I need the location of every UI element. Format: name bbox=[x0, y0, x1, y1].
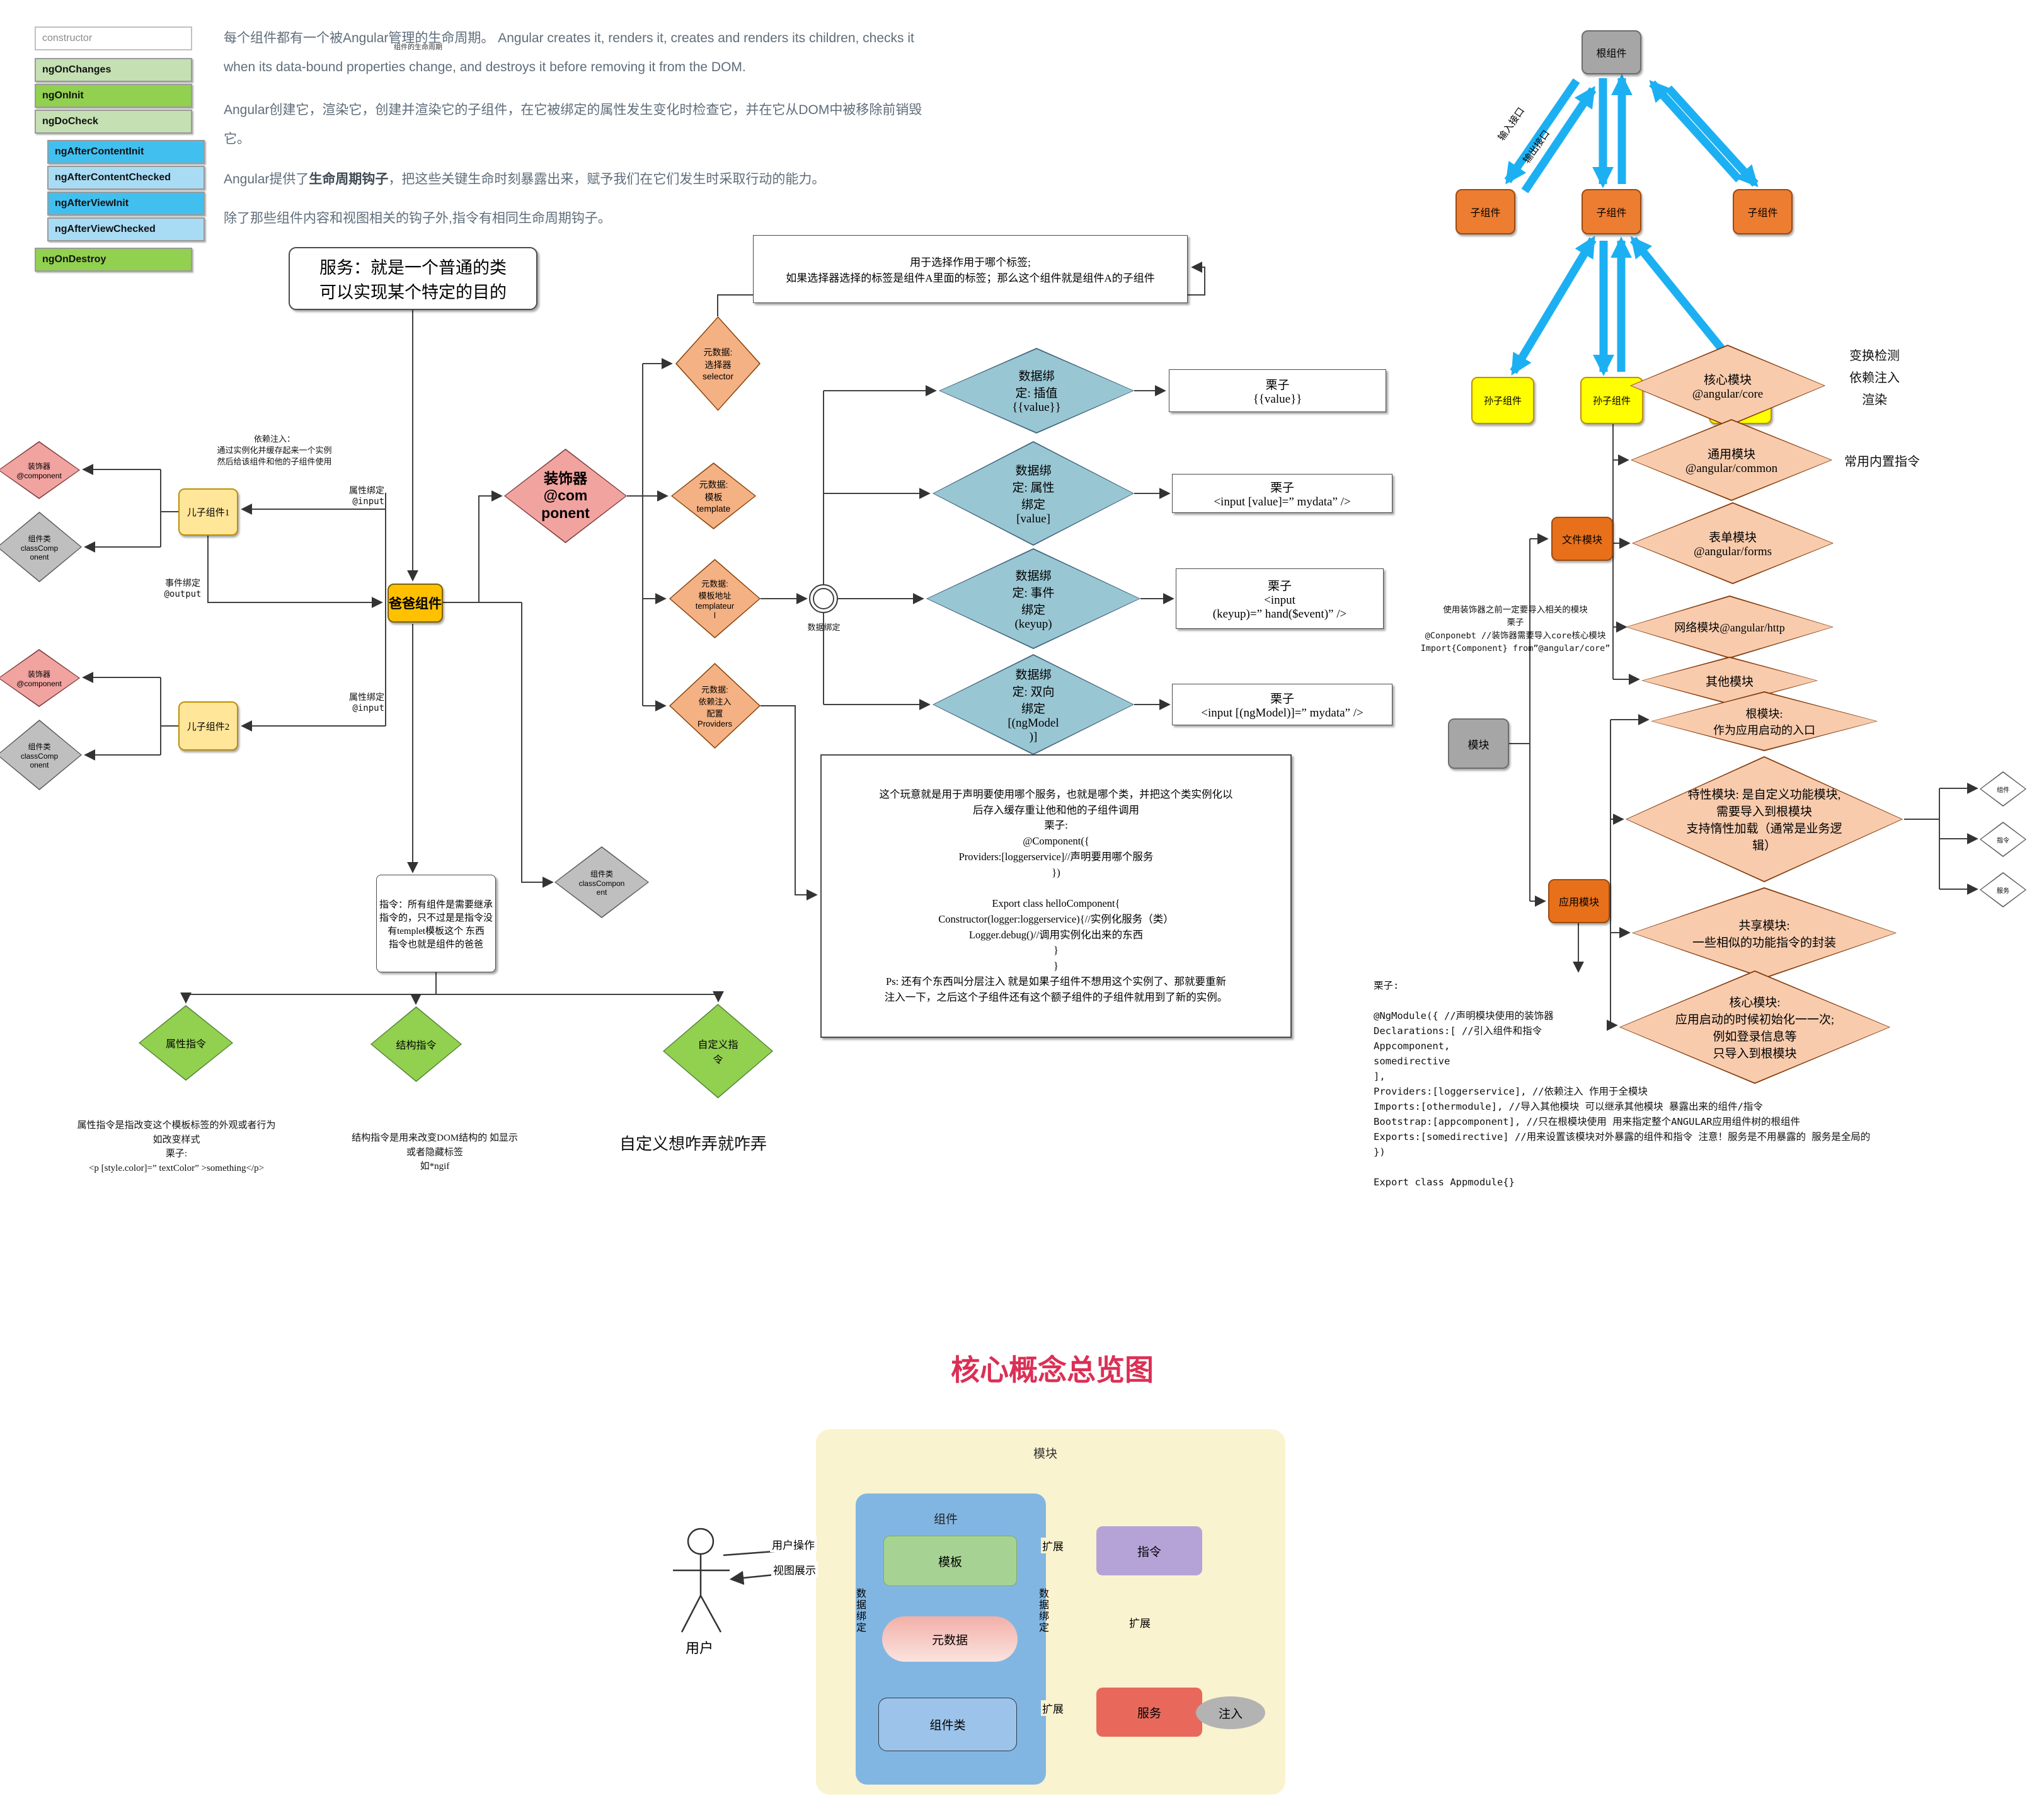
module-box: 模块 bbox=[1448, 718, 1509, 769]
core-module-side-note: 变换检测 依赖注入 渲染 bbox=[1849, 349, 1900, 407]
overview-data-binding-left: 数据绑定 bbox=[854, 1588, 865, 1633]
import-note: 使用装饰器之前一定要导入相关的模块 栗子 @Conponebt //装饰器需要导… bbox=[1420, 605, 1611, 653]
data-binding-junction-label: 数据绑定 bbox=[807, 623, 841, 632]
file-module-box: 文件模块 bbox=[1551, 517, 1613, 561]
constructor-box: constructor bbox=[35, 26, 192, 50]
overview-user-action-label: 用户操作 bbox=[770, 1536, 817, 1552]
hook-ngaftercontentinit: ngAfterContentInit bbox=[47, 140, 205, 164]
attr-directive-note: 属性指令是指改变这个模板标签的外观或者行为 如改变样式 栗子: <p [styl… bbox=[77, 1120, 276, 1173]
intro-paragraph-4: 除了那些组件内容和视图相关的钩子外,指令有相同生命周期钩子。 bbox=[224, 211, 611, 226]
overview-user-label: 用户 bbox=[686, 1640, 714, 1656]
selector-note-box: 用于选择作用于哪个标签; 如果选择器选择的标签是组件A里面的标签；那么这个组件就… bbox=[753, 235, 1188, 303]
lifecycle-caption: 组件的生命周期 bbox=[394, 43, 442, 51]
overview-module-label: 模块 bbox=[1033, 1447, 1058, 1461]
overview-component-label: 组件 bbox=[934, 1513, 958, 1526]
overview-title: 核心概念总览图 bbox=[951, 1354, 1154, 1386]
hook-ngafterviewinit: ngAfterViewInit bbox=[47, 192, 205, 216]
tree-child-2: 子组件 bbox=[1582, 189, 1641, 234]
tree-arrows bbox=[1504, 74, 1759, 376]
overview-service-box: 服务 bbox=[1096, 1688, 1202, 1737]
overview-extend-label-3: 扩展 bbox=[1041, 1700, 1065, 1716]
example-twoway-box: 栗子 <input [(ngModel)]=” mydata” /> bbox=[1172, 684, 1392, 725]
hook-ngaftercontentchecked: ngAfterContentChecked bbox=[47, 166, 205, 190]
example-property-box: 栗子 <input [value]=” mydata” /> bbox=[1172, 474, 1392, 513]
overview-data-binding-right: 数据绑定 bbox=[1037, 1588, 1048, 1633]
app-module-box: 应用模块 bbox=[1548, 879, 1610, 923]
user-icon bbox=[687, 1528, 715, 1555]
hook-ngondestroy: ngOnDestroy bbox=[35, 248, 192, 272]
overview-template-box: 模板 bbox=[883, 1536, 1017, 1586]
data-binding-junction-icon bbox=[809, 584, 838, 613]
ngmodule-code-block: 栗子: @NgModule({ //声明模块使用的装饰器 Declaration… bbox=[1374, 980, 1871, 1188]
example-interpolation-box: 栗子 {{value}} bbox=[1169, 369, 1386, 412]
tree-child-3: 子组件 bbox=[1733, 189, 1793, 234]
intro-paragraph-2: Angular创建它，渲染它，创建并渲染它的子组件，在它被绑定的属性发生变化时检… bbox=[224, 103, 922, 147]
intro-paragraph-1: 每个组件都有一个被Angular管理的生命周期。 Angular creates… bbox=[224, 31, 914, 75]
flow-connectors bbox=[82, 262, 1978, 1031]
hook-ngdocheck: ngDoCheck bbox=[35, 110, 192, 134]
overview-metadata-box: 元数据 bbox=[882, 1616, 1018, 1662]
father-component-box: 爸爸组件 bbox=[388, 584, 443, 623]
child2-box: 儿子组件2 bbox=[178, 701, 238, 751]
custom-directive-note: 自定义想咋弄就咋弄 bbox=[619, 1135, 767, 1153]
providers-explanation-box: 这个玩意就是用于声明要使用哪个服务，也就是哪个类，并把这个类实例化以 后存入缓存… bbox=[820, 754, 1292, 1038]
overview-class-box: 组件类 bbox=[878, 1698, 1017, 1751]
overview-extend-label-1: 扩展 bbox=[1041, 1538, 1065, 1553]
overview-view-display-label: 视图展示 bbox=[771, 1562, 818, 1577]
attr-binding-label-2: 属性绑定 @input bbox=[349, 693, 384, 713]
overview-directive-box: 指令 bbox=[1096, 1526, 1202, 1575]
example-event-box: 栗子 <input (keyup)=” hand($event)” /> bbox=[1176, 568, 1384, 629]
di-note: 依赖注入： 通过实例化并缓存起来一个实例 然后给该组件和他的子组件使用 bbox=[217, 434, 332, 467]
common-module-side-note: 常用内置指令 bbox=[1844, 455, 1920, 469]
intro-paragraph-3: Angular提供了生命周期钩子，把这些关键生命时刻暴露出来，赋予我们在它们发生… bbox=[224, 172, 825, 187]
tree-root-component: 根组件 bbox=[1582, 30, 1641, 74]
attr-binding-label-1: 属性绑定 @input bbox=[349, 486, 384, 507]
service-note-box: 服务：就是一个普通的类 可以实现某个特定的目的 bbox=[289, 247, 537, 310]
struct-directive-note: 结构指令是用来改变DOM结构的 如显示 或者隐藏标签 如*ngif bbox=[352, 1133, 518, 1171]
directive-note-box: 指令：所有组件是需要继承 指令的，只不过是是指令没 有templet模板这个 东… bbox=[376, 875, 496, 972]
overview-inject-badge: 注入 bbox=[1196, 1696, 1265, 1729]
hook-ngonchanges: ngOnChanges bbox=[35, 58, 192, 82]
hook-ngoninit: ngOnInit bbox=[35, 84, 192, 108]
event-binding-label: 事件绑定 @output bbox=[164, 578, 202, 599]
hook-ngafterviewchecked: ngAfterViewChecked bbox=[47, 217, 205, 241]
child1-box: 儿子组件1 bbox=[178, 488, 238, 536]
tree-grandchild-1: 孙子组件 bbox=[1471, 377, 1534, 424]
overview-extend-label-2: 扩展 bbox=[1128, 1614, 1152, 1630]
tree-child-1: 子组件 bbox=[1455, 189, 1515, 234]
tree-grandchild-2: 孙子组件 bbox=[1580, 377, 1643, 424]
